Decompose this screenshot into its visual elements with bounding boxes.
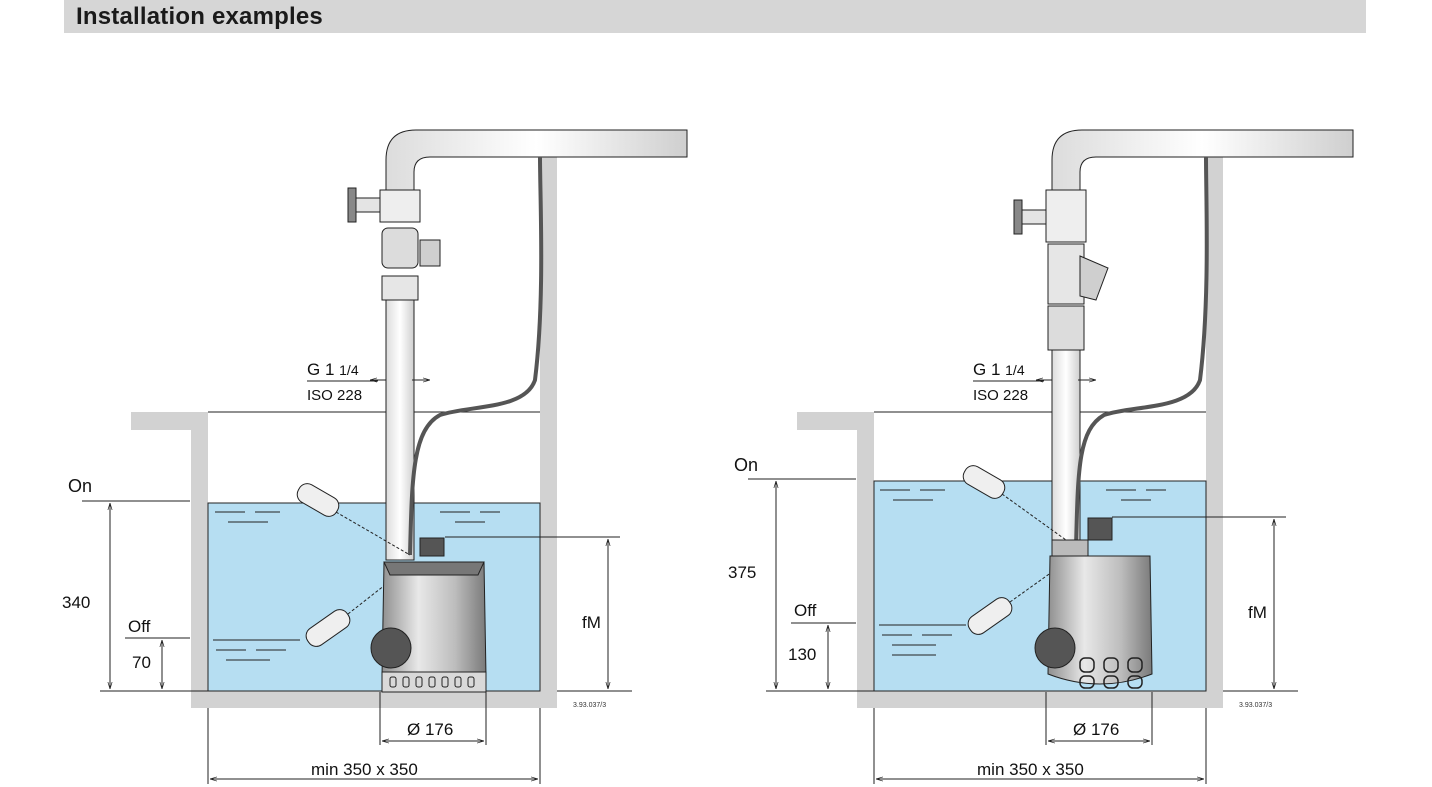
pump-1 (370, 537, 487, 693)
level-off-label-2: Off (794, 601, 817, 620)
pump-2 (1034, 517, 1153, 689)
water (207, 502, 541, 692)
pit-size-label-2: min 350 x 350 (977, 760, 1084, 779)
level-on-label-2: On (734, 455, 758, 475)
diameter-label-1: Ø 176 (407, 720, 453, 739)
section-title: Installation examples (76, 3, 323, 30)
on-height-label-2: 375 (728, 563, 756, 582)
off-height-label-1: 70 (132, 653, 151, 672)
on-height-label-1: 340 (62, 593, 90, 612)
diameter-label-2: Ø 176 (1073, 720, 1119, 739)
diagram-1: G 1 1/4 ISO 228 On 340 Off 70 fM 3.93.03… (62, 129, 688, 784)
level-off-label-1: Off (128, 617, 151, 636)
pump-height-label-2: fM (1248, 603, 1267, 622)
diagram-2: G 1 1/4 ISO 228 On 375 Off 130 fM 3.93.0… (728, 129, 1354, 784)
pipe-standard-label-1: ISO 228 (307, 387, 362, 404)
pump-height-label-1: fM (582, 613, 601, 632)
reference-code-1: 3.93.037/3 (573, 702, 606, 709)
off-height-label-2: 130 (788, 645, 816, 664)
section-header: Installation examples (64, 0, 1366, 33)
pipe-standard-label-2: ISO 228 (973, 387, 1028, 404)
pit-size-label-1: min 350 x 350 (311, 760, 418, 779)
level-on-label-1: On (68, 476, 92, 496)
reference-code-2: 3.93.037/3 (1239, 702, 1272, 709)
pipe-thread-label-1: G 1 1/4 (307, 360, 359, 379)
pipe-thread-label-2: G 1 1/4 (973, 360, 1025, 379)
